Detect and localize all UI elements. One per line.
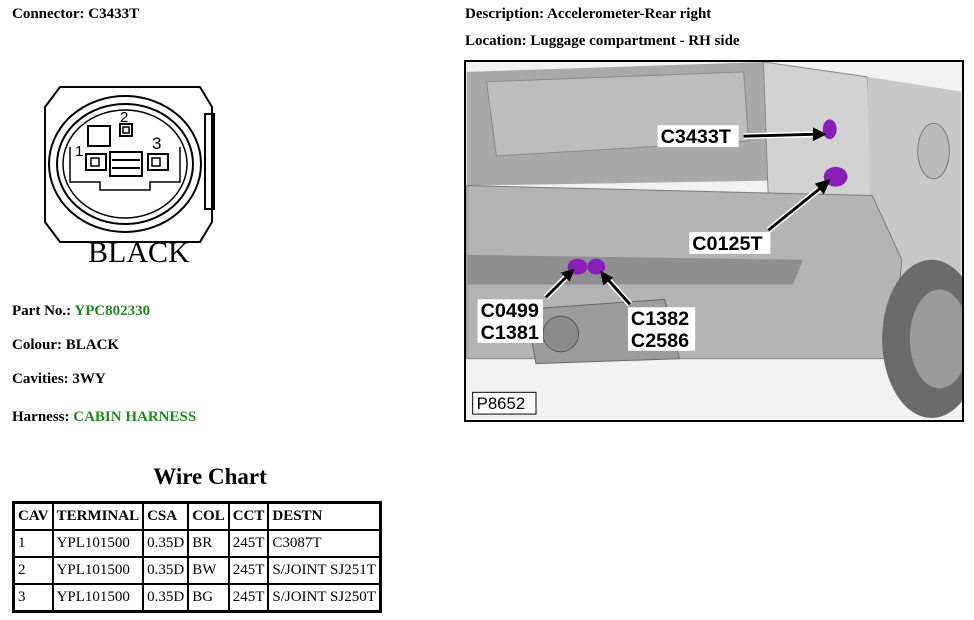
location-label: Location: (465, 33, 527, 49)
wire-chart-title: Wire Chart (153, 464, 267, 489)
table-row: 2 YPL101500 0.35D BW 245T S/JOINT SJ251T (12, 556, 382, 585)
column-header: CCT (227, 501, 270, 531)
table-cell: YPL101500 (51, 583, 145, 613)
location-line: Location: Luggage compartment - RH side (465, 33, 740, 50)
table-cell: YPL101500 (51, 529, 145, 558)
connector-color-label: BLACK (88, 236, 190, 269)
connector-face-diagram: 1 2 3 BLACK (44, 86, 215, 269)
pin-number: 3 (152, 134, 161, 153)
column-header: CSA (142, 501, 190, 531)
table-cell: 0.35D (142, 529, 190, 558)
table-cell: S/JOINT SJ250T (267, 583, 382, 613)
table-cell: 0.35D (142, 583, 190, 613)
table-row: 1 YPL101500 0.35D BR 245T C3087T (12, 529, 382, 558)
harness-link[interactable]: CABIN HARNESS (73, 409, 197, 425)
table-row: 3 YPL101500 0.35D BG 245T S/JOINT SJ250T (12, 583, 382, 613)
table-cell: S/JOINT SJ251T (267, 556, 382, 585)
description-value: Accelerometer-Rear right (547, 6, 712, 22)
cavities-value: 3WY (72, 371, 106, 387)
colour-label: Colour: (12, 337, 62, 353)
table-cell: YPL101500 (51, 556, 145, 585)
harness-line: Harness: CABIN HARNESS (12, 409, 196, 426)
table-cell: 245T (227, 583, 270, 613)
table-cell: 1 (12, 529, 54, 558)
callout-label: C0125T (692, 233, 762, 255)
connector-label: Connector: (12, 6, 85, 22)
column-header: DESTN (267, 501, 382, 531)
description-line: Description: Accelerometer-Rear right (465, 6, 711, 23)
photo-reference: P8652 (477, 394, 526, 413)
table-cell: 245T (227, 556, 270, 585)
part-number-line: Part No.: YPC802330 (12, 303, 150, 320)
table-cell: 2 (12, 556, 54, 585)
column-header: TERMINAL (51, 501, 145, 531)
connector-id: C3433T (88, 6, 140, 22)
connector-heading: Connector: C3433T (12, 6, 139, 23)
cavities-label: Cavities: (12, 371, 69, 387)
column-header: COL (187, 501, 230, 531)
colour-line: Colour: BLACK (12, 337, 119, 354)
callout-label: C2586 (631, 330, 689, 352)
wire-chart-table: CAV TERMINAL CSA COL CCT DESTN 1 YPL1015… (12, 501, 382, 613)
table-cell: 3 (12, 583, 54, 613)
column-header: CAV (12, 501, 54, 531)
table-header-row: CAV TERMINAL CSA COL CCT DESTN (12, 501, 382, 531)
table-cell: BR (187, 529, 230, 558)
cavities-line: Cavities: 3WY (12, 371, 106, 388)
table-cell: BW (187, 556, 230, 585)
part-number-link[interactable]: YPC802330 (74, 303, 151, 319)
location-photo: C3433T C0125T C0499 C1381 C1382 C2586 P8… (464, 60, 964, 422)
callout-label: C3433T (661, 126, 731, 148)
table-cell: C3087T (267, 529, 382, 558)
table-cell: 245T (227, 529, 270, 558)
location-value: Luggage compartment - RH side (530, 33, 740, 49)
description-label: Description: (465, 6, 545, 22)
callout-label: C1381 (481, 322, 539, 344)
callout-label: C0499 (481, 300, 539, 322)
callout-label: C1382 (631, 308, 689, 330)
pin-number: 1 (75, 143, 83, 160)
pin-number: 2 (120, 109, 128, 126)
table-cell: BG (187, 583, 230, 613)
colour-value: BLACK (65, 337, 120, 353)
table-cell: 0.35D (142, 556, 190, 585)
harness-label: Harness: (12, 409, 70, 425)
part-number-label: Part No.: (12, 303, 72, 319)
